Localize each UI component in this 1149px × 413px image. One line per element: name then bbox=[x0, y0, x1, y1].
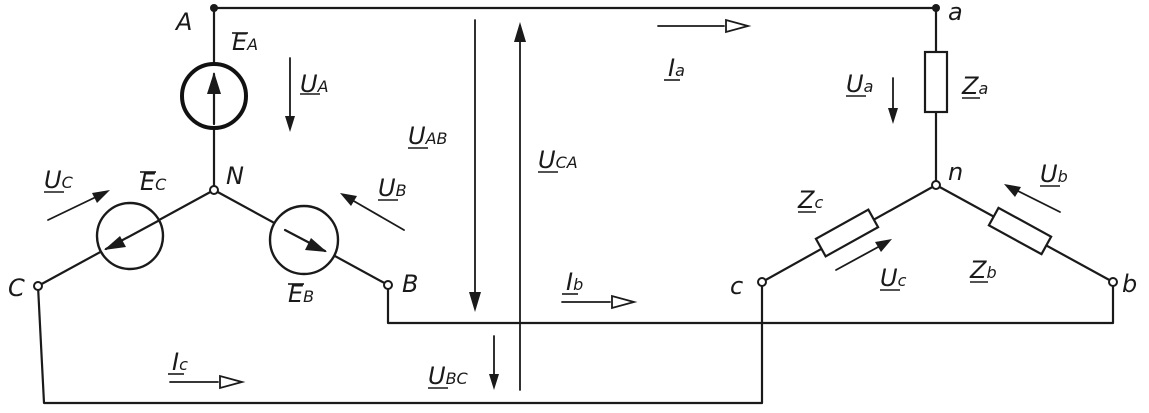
svg-text:Uc: Uc bbox=[880, 264, 907, 292]
label-Ub: Ub bbox=[1040, 160, 1068, 188]
label-C: C bbox=[8, 274, 25, 302]
svg-text:UCA: UCA bbox=[538, 146, 578, 174]
nodes bbox=[33, 4, 1118, 291]
label-Ia: Ia bbox=[664, 54, 685, 82]
svg-text:UC: UC bbox=[44, 166, 74, 194]
label-Zb: Zb bbox=[969, 256, 997, 284]
svg-text:Ua: Ua bbox=[846, 70, 873, 98]
source-EA bbox=[180, 62, 248, 130]
label-a: a bbox=[948, 0, 963, 26]
source-EB bbox=[268, 204, 340, 276]
line-A-a bbox=[212, 6, 938, 54]
svg-text:Ia: Ia bbox=[668, 54, 685, 82]
label-UCA: UCA bbox=[538, 146, 578, 174]
label-UBC: UBC bbox=[428, 362, 469, 390]
label-UAB: UAB bbox=[408, 122, 448, 150]
svg-text:Zc: Zc bbox=[797, 186, 823, 214]
line-C-c bbox=[36, 280, 764, 405]
label-Ic: Ic bbox=[168, 348, 188, 376]
svg-text:Zb: Zb bbox=[969, 256, 997, 284]
label-Ua: Ua bbox=[846, 70, 873, 98]
svg-text:UBC: UBC bbox=[428, 362, 469, 390]
impedance-Za bbox=[923, 50, 949, 114]
impedance-Zc bbox=[814, 208, 880, 258]
svg-text:EB: EB bbox=[288, 280, 314, 308]
svg-text:UB: UB bbox=[378, 174, 407, 202]
impedance-Zb bbox=[987, 206, 1053, 256]
line-B-b bbox=[386, 280, 1115, 325]
svg-text:Za: Za bbox=[961, 72, 988, 100]
source-EC bbox=[95, 201, 165, 271]
label-N: N bbox=[226, 162, 244, 190]
arrows bbox=[47, 18, 1061, 391]
label-Ib: Ib bbox=[562, 268, 583, 296]
svg-text:UA: UA bbox=[300, 70, 329, 98]
label-c: c bbox=[730, 272, 743, 300]
label-Za: Za bbox=[961, 72, 988, 100]
label-UA: UA bbox=[300, 70, 329, 98]
svg-text:UAB: UAB bbox=[408, 122, 448, 150]
label-UC: UC bbox=[44, 166, 74, 194]
svg-text:Ub: Ub bbox=[1040, 160, 1068, 188]
label-A: A bbox=[174, 8, 192, 36]
label-B: B bbox=[402, 270, 418, 298]
label-EA: EA bbox=[232, 28, 258, 56]
label-EB: EB bbox=[288, 280, 314, 308]
label-n: n bbox=[948, 158, 963, 186]
label-Uc-load: Uc bbox=[880, 264, 907, 292]
label-UB: UB bbox=[378, 174, 407, 202]
label-Zc: Zc bbox=[797, 186, 823, 214]
svg-text:EA: EA bbox=[232, 28, 258, 56]
svg-text:Ib: Ib bbox=[566, 268, 583, 296]
svg-text:EC: EC bbox=[140, 168, 167, 196]
label-b: b bbox=[1122, 270, 1137, 298]
svg-text:Ic: Ic bbox=[172, 348, 188, 376]
label-EC: EC bbox=[140, 168, 167, 196]
